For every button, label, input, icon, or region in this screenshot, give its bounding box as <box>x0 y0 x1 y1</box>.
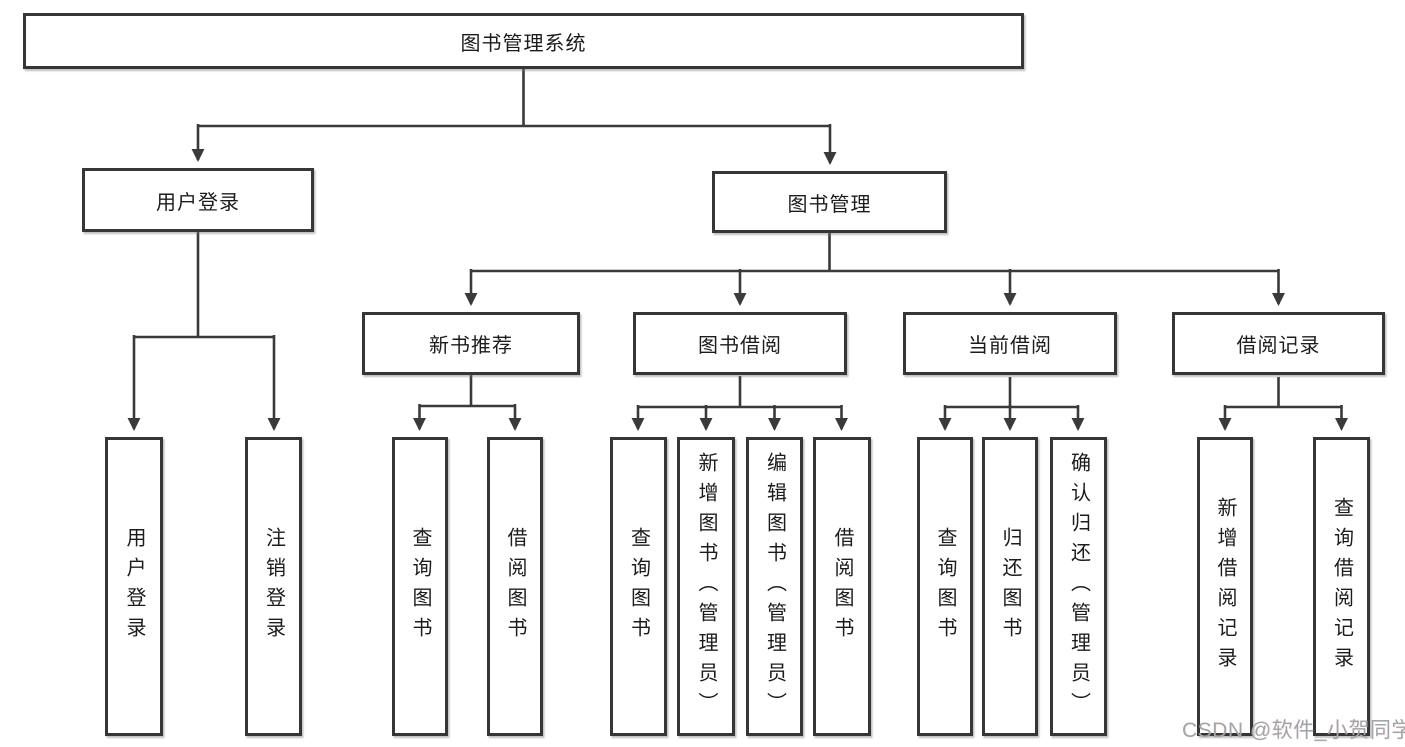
node-book-management: 图书管理 <box>712 171 947 233</box>
branch-borrow-record <box>1225 377 1342 409</box>
node-leaf-logout: 注销登录 <box>245 437 302 736</box>
node-leaf-query-book-1: 查询图书 <box>392 437 448 736</box>
node-label: 查询图书 <box>409 526 431 647</box>
node-label: 编辑图书（管理员） <box>763 451 786 722</box>
node-book-borrow: 图书借阅 <box>633 312 847 375</box>
node-leaf-confirm-return-admin: 确认归还（管理员） <box>1050 437 1107 736</box>
csdn-watermark: CSDN @软件_小贺同学 <box>1182 719 1405 742</box>
node-label: 确认归还（管理员） <box>1067 451 1090 722</box>
node-user-login: 用户登录 <box>82 168 314 232</box>
node-label: 借阅图书 <box>504 526 526 647</box>
node-borrow-record: 借阅记录 <box>1172 312 1385 375</box>
branch-new-book <box>419 375 515 408</box>
node-leaf-borrow-book-2: 借阅图书 <box>813 437 871 736</box>
branch-user-login <box>134 232 274 339</box>
branch-book-borrow <box>638 376 842 409</box>
branch-current-borrow <box>945 377 1078 409</box>
node-leaf-query-borrow-record: 查询借阅记录 <box>1313 437 1370 736</box>
node-root-system: 图书管理系统 <box>23 13 1024 69</box>
node-leaf-return-book: 归还图书 <box>982 437 1038 736</box>
node-label: 借阅图书 <box>831 526 853 647</box>
node-leaf-query-book-3: 查询图书 <box>917 437 973 736</box>
node-leaf-add-book-admin: 新增图书（管理员） <box>677 437 735 736</box>
node-label: 注销登录 <box>262 526 285 647</box>
node-label: 新增借阅记录 <box>1214 496 1236 677</box>
node-current-borrow: 当前借阅 <box>903 312 1117 375</box>
node-leaf-add-borrow-record: 新增借阅记录 <box>1197 437 1253 736</box>
node-label: 查询借阅记录 <box>1330 496 1353 677</box>
branch-root <box>198 67 830 128</box>
node-leaf-user-login: 用户登录 <box>105 437 163 736</box>
node-label: 归还图书 <box>999 526 1021 647</box>
node-leaf-query-book-2: 查询图书 <box>610 437 667 736</box>
node-label: 查询图书 <box>934 526 956 647</box>
node-leaf-borrow-book-1: 借阅图书 <box>487 437 543 736</box>
node-label: 新增图书（管理员） <box>695 451 717 722</box>
branch-book-mgmt <box>471 233 1279 273</box>
node-label: 用户登录 <box>123 526 145 647</box>
node-label: 查询图书 <box>627 526 650 647</box>
node-new-book-recommend: 新书推荐 <box>362 312 580 375</box>
node-leaf-edit-book-admin: 编辑图书（管理员） <box>746 437 803 736</box>
